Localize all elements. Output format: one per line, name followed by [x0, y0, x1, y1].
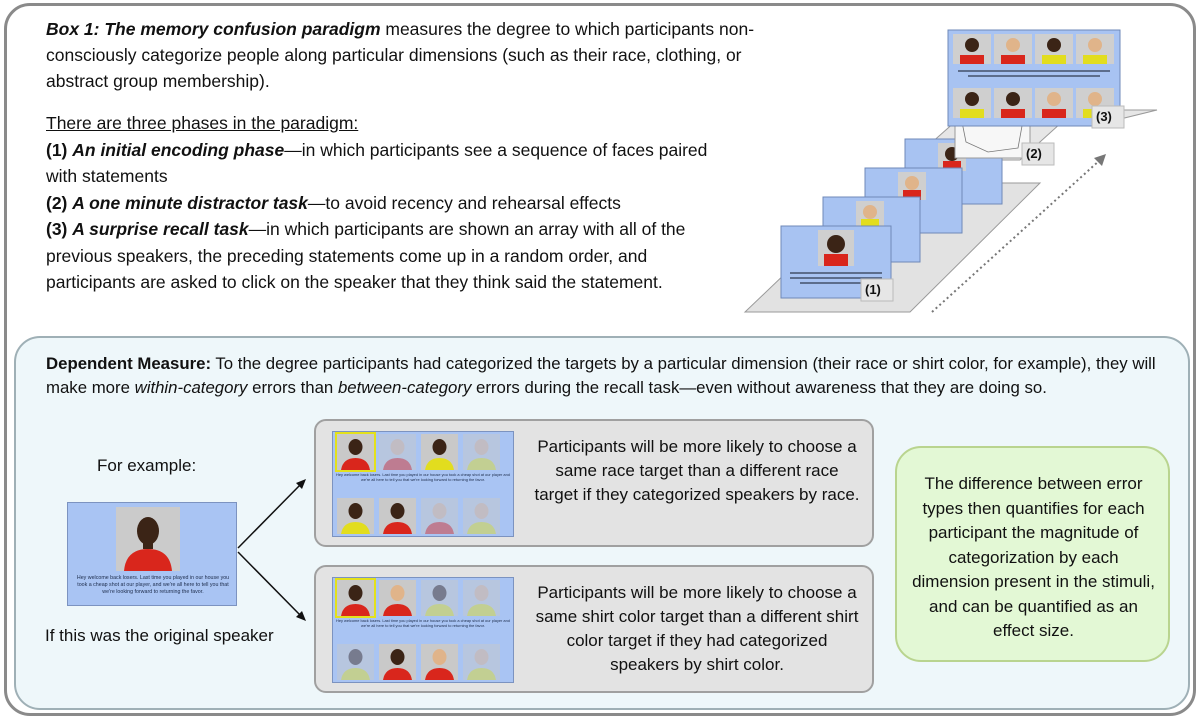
- phase-1-title: An initial encoding phase: [72, 139, 285, 160]
- race-recall-array: Hey welcome back losers. Last time you p…: [332, 431, 514, 537]
- race-example-text: Participants will be more likely to choo…: [534, 437, 860, 504]
- within-category-term: within-category: [134, 378, 248, 397]
- shirt-tile-5: [337, 644, 374, 680]
- race-tile-6: [379, 498, 416, 534]
- shirt-example-text: Participants will be more likely to choo…: [535, 583, 859, 674]
- dependent-label: Dependent Measure:: [46, 354, 212, 373]
- dependent-text-3: errors during the recall task—even witho…: [471, 378, 1047, 397]
- shirt-tile-7: [421, 644, 458, 680]
- stack-label-2: (2): [1026, 146, 1042, 161]
- summary-box: The difference between error types then …: [895, 446, 1170, 662]
- shirt-tile-8: [463, 644, 500, 680]
- phases-heading: There are three phases in the paradigm:: [46, 113, 359, 133]
- dependent-text-1: To the degree participants had categoriz…: [46, 354, 1156, 397]
- race-tile-5: [337, 498, 374, 534]
- race-tile-1: [335, 432, 376, 472]
- race-array-caption: Hey welcome back losers. Last time you p…: [336, 472, 510, 482]
- for-example-label: For example:: [97, 456, 197, 475]
- shirt-tile-2: [379, 580, 416, 616]
- shirt-tile-4: [463, 580, 500, 616]
- shirt-recall-array: Hey welcome back losers. Last time you p…: [332, 577, 514, 683]
- shirt-tile-3: [421, 580, 458, 616]
- phase-3-text: —in which participants are shown an arra…: [46, 219, 686, 292]
- race-tile-8: [463, 498, 500, 534]
- intro-title: Box 1: The memory confusion paradigm: [46, 19, 381, 39]
- shirt-example-box: Hey welcome back losers. Last time you p…: [314, 565, 874, 693]
- race-tile-3: [421, 434, 458, 470]
- phases-list: There are three phases in the paradigm: …: [46, 110, 736, 296]
- shirt-tile-1: [335, 578, 376, 618]
- phase-1-text: —in which participants see a sequence of…: [46, 139, 708, 187]
- speaker-face-icon: [116, 507, 180, 571]
- dependent-measure-text: Dependent Measure: To the degree partici…: [46, 352, 1186, 400]
- speaker-photo: [116, 507, 180, 571]
- intro-text: measures the degree to which participant…: [46, 19, 755, 91]
- speaker-caption: Hey welcome back losers. Last time you p…: [76, 575, 230, 595]
- phase-item-3: (3) A surprise recall task—in which part…: [46, 216, 736, 296]
- between-category-term: between-category: [337, 378, 472, 397]
- phase-item-1: (1) An initial encoding phase—in which p…: [46, 137, 736, 190]
- race-example-box: Hey welcome back losers. Last time you p…: [314, 419, 874, 547]
- shirt-tile-6: [379, 644, 416, 680]
- phase-2-num: (2): [46, 192, 73, 213]
- phase-2-title: A one minute distractor task: [72, 192, 308, 213]
- race-tile-2: [379, 434, 416, 470]
- summary-text: The difference between error types then …: [912, 474, 1155, 640]
- race-tile-4: [463, 434, 500, 470]
- intro-paragraph: Box 1: The memory confusion paradigm mea…: [46, 16, 806, 94]
- stack-label-3: (3): [1096, 109, 1112, 124]
- race-tile-7: [421, 498, 458, 534]
- stack-label-1: (1): [865, 282, 881, 297]
- phase-3-title: A surprise recall task: [72, 219, 249, 239]
- phase-2-text: —to avoid recency and rehearsal effects: [307, 192, 621, 213]
- phase-3-num: (3): [46, 219, 73, 239]
- shirt-array-caption: Hey welcome back losers. Last time you p…: [336, 618, 510, 628]
- original-speaker-label: If this was the original speaker: [45, 626, 274, 645]
- dependent-text-2: errors than: [247, 378, 338, 397]
- phase-1-num: (1): [46, 139, 73, 160]
- phase-item-2: (2) A one minute distractor task—to avoi…: [46, 190, 736, 217]
- original-speaker-card: Hey welcome back losers. Last time you p…: [67, 502, 237, 606]
